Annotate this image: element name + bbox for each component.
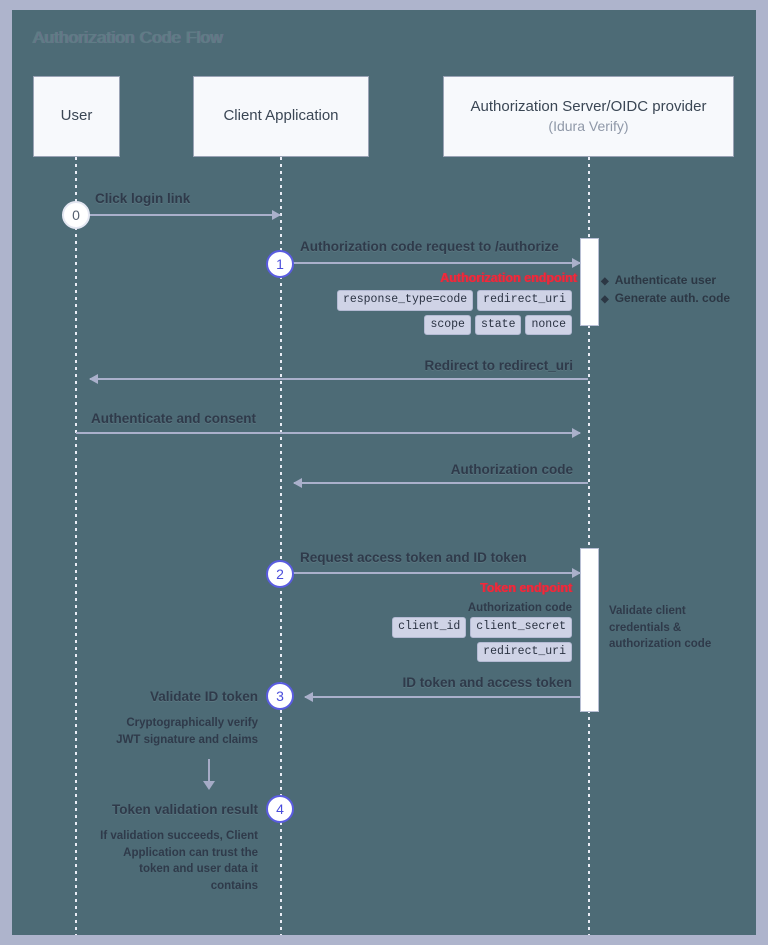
canvas-bottom-edge xyxy=(0,935,768,945)
chip-redirect-uri: redirect_uri xyxy=(477,290,572,311)
note-token-authorization-code: Authorization code xyxy=(467,602,572,614)
chip-client-secret: client_secret xyxy=(470,617,572,638)
step-marker-4: 4 xyxy=(266,795,294,823)
arrowhead-left-icon xyxy=(89,374,98,384)
message-line-authorize-request xyxy=(281,258,581,268)
message-label-authorize-request: Authorization code request to /authorize xyxy=(300,239,559,254)
note-token-validation-title: Token validation result xyxy=(111,802,258,817)
endpoint-label-authorization: Authorization endpoint xyxy=(440,271,577,285)
message-line-click-login xyxy=(76,210,281,220)
chip-client-id: client_id xyxy=(392,617,467,638)
endpoint-label-token: Token endpoint xyxy=(479,581,572,595)
participant-client-label: Client Application xyxy=(223,107,339,125)
note-validate-id-token-body: Cryptographically verify JWT signature a… xyxy=(116,717,258,746)
arrowhead-right-icon xyxy=(572,258,581,268)
message-label-id-token: ID token and access token xyxy=(402,675,572,690)
note-validate-id-token-title: Validate ID token xyxy=(149,689,258,704)
canvas-left-gutter xyxy=(0,0,12,945)
chip-token-redirect-uri: redirect_uri xyxy=(477,641,572,663)
note-token-validation-body: If validation succeeds, Client Applicati… xyxy=(100,830,258,893)
lifeline-server xyxy=(588,157,590,935)
activation-bar-authorize xyxy=(580,238,599,326)
arrowhead-right-icon xyxy=(272,210,281,220)
arrowhead-left-icon xyxy=(293,478,302,488)
canvas-right-gutter xyxy=(756,0,768,945)
chip-response-type: response_type=code xyxy=(336,290,474,311)
arrowhead-right-icon xyxy=(572,428,581,438)
step-marker-1: 1 xyxy=(266,250,294,278)
message-label-click-login: Click login link xyxy=(95,191,191,206)
chip-state: state xyxy=(474,314,522,336)
participant-server-sublabel: (Idura Verify) xyxy=(548,118,629,135)
note-validate-credentials: Validate client credentials & authorizat… xyxy=(609,605,712,651)
message-label-authenticate-consent: Authenticate and consent xyxy=(91,411,257,426)
bullet-dot-icon: ◆ xyxy=(601,294,609,305)
note-server-actions: ◆ Authenticate user ◆ Generate auth. cod… xyxy=(601,271,730,307)
participant-server-label: Authorization Server/OIDC provider xyxy=(470,97,707,115)
arrowhead-right-icon xyxy=(572,568,581,578)
chip-group-authorize: response_type=code redirect_uri scope st… xyxy=(318,290,572,336)
canvas-top-edge xyxy=(0,0,768,10)
participant-server: Authorization Server/OIDC provider (Idur… xyxy=(443,76,734,157)
step-marker-3: 3 xyxy=(266,682,294,710)
participant-user: User xyxy=(33,76,120,157)
activation-bar-token xyxy=(580,548,599,712)
message-label-authorization-code: Authorization code xyxy=(450,462,573,477)
participant-client: Client Application xyxy=(193,76,369,157)
chip-scope: scope xyxy=(424,314,471,336)
lifeline-client xyxy=(280,157,282,935)
step-marker-2: 2 xyxy=(266,560,294,588)
message-line-authenticate-consent xyxy=(76,428,581,438)
message-line-id-token xyxy=(304,692,580,702)
message-line-token-request xyxy=(281,568,581,578)
message-line-redirect xyxy=(89,374,588,384)
bullet-label: Authenticate user xyxy=(614,273,717,287)
lifeline-user xyxy=(75,157,77,935)
chip-group-token: client_id client_secret redirect_uri xyxy=(330,617,572,663)
bullet-dot-icon: ◆ xyxy=(601,276,609,287)
bullet-authenticate-user: ◆ Authenticate user xyxy=(601,271,730,289)
chip-nonce: nonce xyxy=(525,314,572,336)
flow-down-arrow-icon xyxy=(203,759,215,790)
message-label-redirect: Redirect to redirect_uri xyxy=(424,358,573,373)
bullet-generate-auth-code: ◆ Generate auth. code xyxy=(601,289,730,307)
bullet-label: Generate auth. code xyxy=(614,291,731,305)
message-label-token-request: Request access token and ID token xyxy=(300,550,527,565)
participant-user-label: User xyxy=(60,107,93,125)
diagram-title: Authorization Code Flow xyxy=(33,28,223,47)
arrowhead-left-icon xyxy=(304,692,313,702)
step-marker-0: 0 xyxy=(62,201,90,229)
message-line-authorization-code xyxy=(293,478,588,488)
